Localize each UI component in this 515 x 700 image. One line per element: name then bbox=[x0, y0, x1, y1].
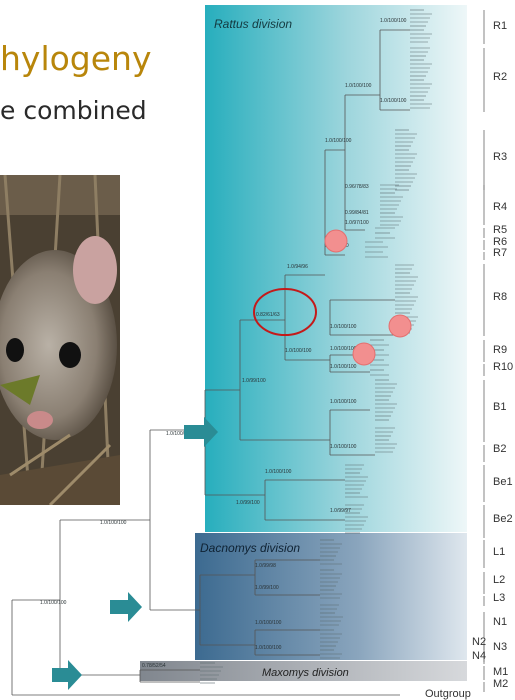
clade-label: Be2 bbox=[493, 513, 513, 525]
clade-label: M1 bbox=[493, 666, 508, 678]
node-support-label: 1.0/99/100 bbox=[255, 585, 279, 591]
clade-label: L2 bbox=[493, 574, 505, 586]
clade-label: R2 bbox=[493, 71, 507, 83]
node-support-label: 1.0/99/98 bbox=[255, 563, 276, 569]
clade-label: R1 bbox=[493, 20, 507, 32]
node-support-label: 0.99/84/81 bbox=[345, 210, 369, 216]
clade-label: Be1 bbox=[493, 476, 513, 488]
node-support-label: 1.0/99/100 bbox=[236, 500, 260, 506]
clade-label: R8 bbox=[493, 291, 507, 303]
clade-label: L1 bbox=[493, 546, 505, 558]
node-support-label: 1.0/100/100 bbox=[255, 645, 282, 651]
node-support-label: 1.0/94/96 bbox=[287, 264, 308, 270]
node-support-label: 1.0/100/100 bbox=[345, 83, 372, 89]
clade-label: B2 bbox=[493, 443, 506, 455]
node-support-label: 1.0/100/100 bbox=[330, 324, 357, 330]
node-support-label: 1.0/100/100 bbox=[330, 364, 357, 370]
node-support-label: 1.0/97/100 bbox=[345, 220, 369, 226]
node-support-label: 1.0/100/100 bbox=[380, 98, 407, 104]
clade-label: R4 bbox=[493, 201, 507, 213]
clade-label: R5 bbox=[493, 224, 507, 236]
node-support-label: 0.78/52/54 bbox=[142, 663, 166, 669]
node-support-label: 1.0/100/100 bbox=[380, 18, 407, 24]
node-support-label: 1.0/99/97 bbox=[330, 508, 351, 514]
clade-label: R7 bbox=[493, 247, 507, 259]
right-arrow-icon bbox=[110, 592, 142, 622]
node-support-label: 0.96/78/83 bbox=[345, 184, 369, 190]
clade-label: L3 bbox=[493, 592, 505, 604]
clade-label: B1 bbox=[493, 401, 506, 413]
clade-label: N3 bbox=[493, 641, 507, 653]
right-arrow-icon bbox=[52, 660, 82, 690]
node-support-label: 1.0/100/100 bbox=[40, 600, 67, 606]
clade-label: M2 bbox=[493, 678, 508, 690]
node-support-label: 1.0/100/100 bbox=[330, 346, 357, 352]
node-support-label: 1.0/100/100 bbox=[100, 520, 127, 526]
clade-label: N2 bbox=[472, 636, 486, 648]
clade-label: R9 bbox=[493, 344, 507, 356]
maxomys-division-label: Maxomys division bbox=[262, 667, 349, 679]
node-support-label: 1.0/100/100 bbox=[330, 444, 357, 450]
clade-label: R3 bbox=[493, 151, 507, 163]
clade-label: Outgroup bbox=[425, 688, 471, 700]
dacnomys-division-label: Dacnomys division bbox=[200, 541, 300, 555]
node-support-label: 1.0/100/100 bbox=[285, 348, 312, 354]
clade-label: N4 bbox=[472, 650, 486, 662]
node-support-label: 0.82/61/63 bbox=[256, 312, 280, 318]
node-support-label: 1.0/100/100 bbox=[265, 469, 292, 475]
rattus-division-label: Rattus division bbox=[214, 17, 292, 31]
node-support-label: 1.0/99/100 bbox=[242, 378, 266, 384]
node-support-label: 1.0/100/100 bbox=[255, 620, 282, 626]
node-support-label: 1.0/100/100 bbox=[330, 399, 357, 405]
node-support-label: 1.0/100/100 bbox=[325, 138, 352, 144]
clade-label: R10 bbox=[493, 361, 513, 373]
clade-label: N1 bbox=[493, 616, 507, 628]
